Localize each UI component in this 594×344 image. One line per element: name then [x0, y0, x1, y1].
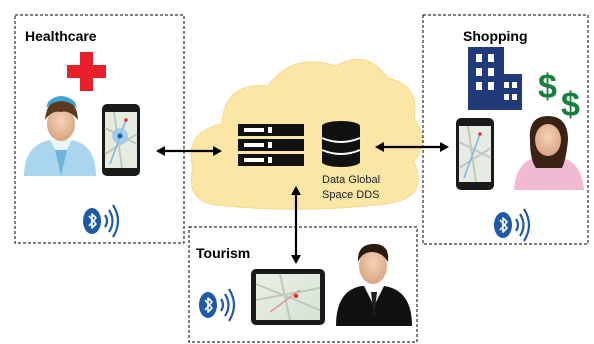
healthcare-box: Healthcare — [14, 14, 185, 244]
arrow-cloud-shopping — [375, 142, 449, 152]
svg-text:$: $ — [538, 68, 557, 106]
tablet-map-icon — [251, 269, 325, 325]
smartphone-map-icon — [101, 103, 141, 177]
arrow-healthcare-cloud — [156, 146, 222, 156]
dollar-icon: $ $ — [538, 68, 580, 124]
red-cross-icon — [67, 52, 106, 91]
database-icon — [321, 121, 361, 167]
data-global-space-cloud: Data Global Space DDS — [190, 58, 423, 210]
tourism-box: Tourism — [188, 226, 418, 343]
healthcare-label: Healthcare — [25, 28, 97, 44]
shopper-woman-icon — [514, 116, 584, 190]
building-icon — [468, 47, 522, 110]
cloud-label-line2: Space DDS — [322, 189, 379, 201]
server-rack-icon — [238, 124, 304, 166]
cloud-label-line1: Data Global — [322, 174, 380, 186]
arrow-cloud-tourism — [291, 186, 301, 264]
tourism-label: Tourism — [196, 245, 250, 261]
smartphone-map-icon — [455, 117, 495, 191]
bluetooth-icon — [81, 203, 120, 239]
businessman-icon — [336, 244, 412, 326]
bluetooth-icon — [197, 287, 236, 323]
shopping-box: Shopping $ $ — [422, 14, 589, 245]
bluetooth-icon — [492, 207, 531, 243]
svg-text:$: $ — [561, 86, 580, 124]
shopping-label: Shopping — [463, 28, 528, 44]
nurse-icon — [24, 96, 96, 176]
